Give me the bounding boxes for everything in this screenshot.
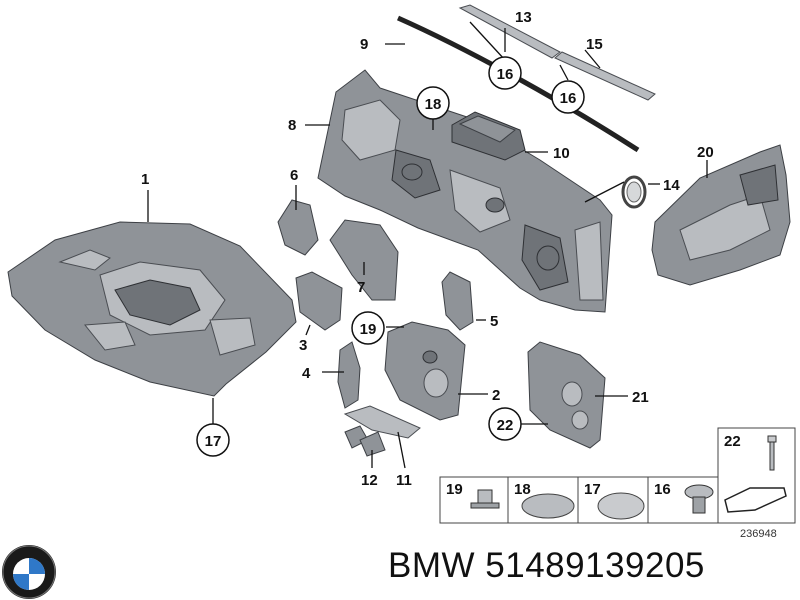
fastener-22-icon bbox=[767, 435, 777, 471]
callout-16a: 16 bbox=[488, 56, 522, 90]
callout-3: 3 bbox=[299, 337, 307, 354]
brand-name: BMW bbox=[388, 546, 476, 585]
part-4 bbox=[337, 341, 361, 409]
svg-text:22: 22 bbox=[497, 417, 514, 434]
part-number: 51489139205 bbox=[485, 546, 705, 585]
part-14-ring bbox=[621, 175, 647, 209]
part-10-cover bbox=[451, 111, 526, 161]
callout-15: 15 bbox=[586, 36, 603, 53]
callout-22: 22 bbox=[488, 407, 522, 441]
footer-part-label: BMW 51489139205 bbox=[388, 546, 705, 586]
callout-9: 9 bbox=[360, 36, 368, 53]
part-13-strip bbox=[458, 4, 561, 59]
part-20-side-panel bbox=[651, 144, 791, 286]
part-1-underbody-shield bbox=[7, 221, 297, 397]
callout-21: 21 bbox=[632, 389, 649, 406]
arrow-icon bbox=[724, 487, 787, 513]
part-2-insulation bbox=[384, 321, 466, 421]
fastener-19-icon bbox=[470, 489, 500, 509]
leader-lines bbox=[147, 21, 708, 469]
callout-20: 20 bbox=[697, 144, 714, 161]
part-8-bulkhead bbox=[317, 69, 613, 313]
callout-8: 8 bbox=[288, 117, 296, 134]
svg-text:17: 17 bbox=[205, 433, 222, 450]
part-21-insulation bbox=[527, 341, 606, 449]
callout-10: 10 bbox=[553, 145, 570, 162]
fastener-legend: 19 18 17 16 22 236948 bbox=[439, 427, 796, 540]
part-5 bbox=[441, 271, 474, 331]
callout-5: 5 bbox=[490, 313, 498, 330]
callout-1: 1 bbox=[141, 171, 149, 188]
diagram-id: 236948 bbox=[740, 528, 777, 540]
callout-13: 13 bbox=[515, 9, 532, 26]
fastener-16-icon bbox=[684, 484, 714, 514]
callout-11: 11 bbox=[396, 472, 412, 489]
legend-label-18: 18 bbox=[514, 481, 531, 498]
callout-18: 18 bbox=[416, 86, 450, 120]
legend-label-16: 16 bbox=[654, 481, 671, 498]
callout-17: 17 bbox=[196, 423, 230, 457]
part-11 bbox=[343, 405, 421, 439]
fastener-17-icon bbox=[597, 492, 645, 520]
part-12 bbox=[344, 425, 386, 457]
svg-text:16: 16 bbox=[497, 66, 514, 83]
svg-text:16: 16 bbox=[560, 90, 577, 107]
svg-text:18: 18 bbox=[425, 96, 442, 113]
callout-6: 6 bbox=[290, 167, 298, 184]
part-6 bbox=[277, 199, 319, 256]
callout-19: 19 bbox=[351, 311, 385, 345]
part-15-strip bbox=[554, 51, 656, 101]
callout-14: 14 bbox=[663, 177, 680, 194]
callout-16b: 16 bbox=[551, 80, 585, 114]
part-3 bbox=[295, 271, 343, 331]
legend-label-19: 19 bbox=[446, 481, 463, 498]
callout-4: 4 bbox=[302, 365, 311, 382]
part-7 bbox=[329, 219, 399, 301]
legend-label-17: 17 bbox=[584, 481, 601, 498]
fastener-18-icon bbox=[521, 493, 575, 519]
bmw-logo-icon bbox=[2, 545, 56, 599]
callout-7: 7 bbox=[357, 279, 365, 296]
svg-text:19: 19 bbox=[360, 321, 377, 338]
callout-12: 12 bbox=[361, 472, 378, 489]
legend-label-22: 22 bbox=[724, 433, 741, 450]
callout-2: 2 bbox=[492, 387, 500, 404]
